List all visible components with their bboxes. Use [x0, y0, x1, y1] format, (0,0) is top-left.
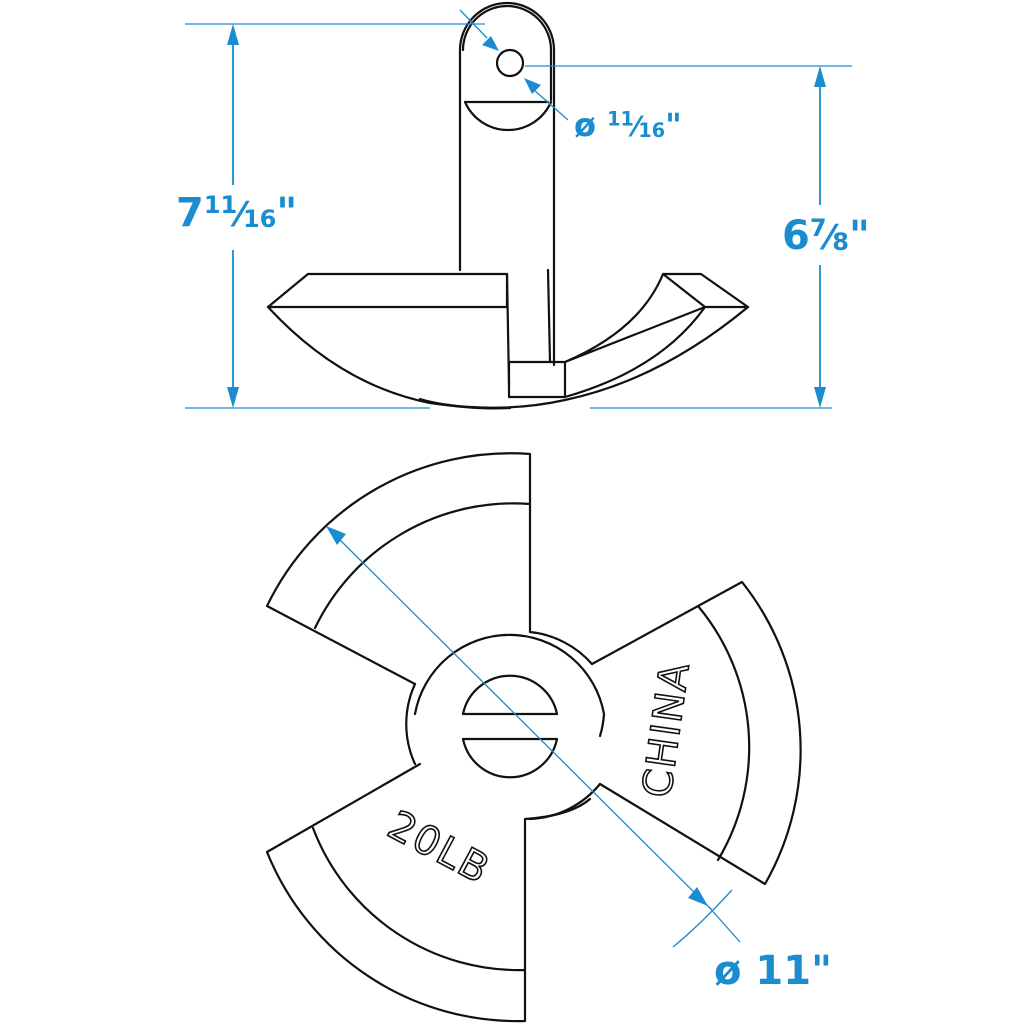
arrow-down-icon	[227, 387, 239, 408]
arrow-down-icon	[814, 387, 826, 408]
eye-height-denominator: 8	[832, 228, 849, 257]
overall-diameter-unit: "	[811, 948, 832, 994]
arrow-diag-icon	[688, 887, 708, 906]
fluke-bottom-left	[265, 762, 592, 1023]
overall-height-whole: 7	[176, 190, 204, 236]
left-fluke	[266, 272, 509, 309]
eye-height-unit: "	[848, 213, 870, 259]
overall-diameter-value: 11	[755, 948, 812, 994]
fluke-top-left	[265, 452, 532, 686]
top-view: 20LB CHINA	[265, 452, 802, 1023]
right-fluke	[563, 272, 750, 364]
eye-diameter-label: ø 11⁄16"	[574, 106, 682, 144]
overall-height-unit: "	[276, 190, 298, 236]
weight-marking: 20LB	[380, 802, 498, 894]
eye-diameter-denominator: 16	[638, 118, 666, 142]
overall-height-numerator: 11	[203, 190, 238, 219]
arrow-up-icon	[227, 24, 239, 45]
eye-height-numerator: 7	[809, 213, 827, 242]
origin-marking: CHINA	[634, 658, 699, 800]
hub	[413, 633, 606, 716]
fluke-right	[590, 580, 802, 886]
shackle-slot	[461, 674, 559, 716]
side-view	[266, 1, 750, 410]
diameter-symbol-icon: ø	[574, 106, 596, 144]
eye-height-label: 67⁄8"	[782, 213, 870, 259]
eye-diameter-unit: "	[665, 106, 682, 144]
diameter-symbol-icon: ø	[714, 948, 742, 994]
anchor-shank	[458, 1, 556, 367]
eye-height-whole: 6	[782, 213, 810, 259]
dimension-lines	[185, 9, 852, 948]
crown-block	[507, 360, 567, 399]
overall-diameter-label: ø 11"	[714, 948, 832, 994]
arrow-diag-icon	[524, 78, 541, 94]
overall-height-denominator: 16	[242, 205, 277, 234]
arrow-diag-icon	[482, 36, 499, 51]
eye-hole	[495, 48, 525, 78]
overall-height-label: 711⁄16"	[176, 190, 298, 236]
arrow-diag-icon	[326, 526, 346, 545]
eye-diameter-numerator: 11	[607, 107, 634, 131]
arrow-up-icon	[814, 66, 826, 87]
